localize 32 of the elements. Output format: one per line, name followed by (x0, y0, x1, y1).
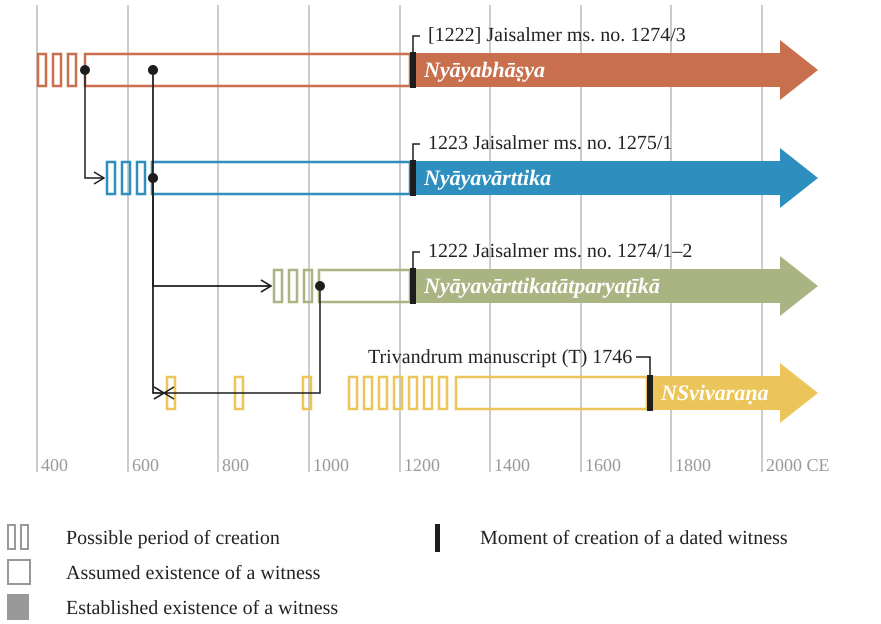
leader-line (636, 356, 651, 375)
connector-arrow (80, 65, 105, 185)
axis-tick-label: 1800 (675, 455, 711, 475)
legend-label: Established existence of a witness (66, 597, 338, 619)
witness-label: Trivandrum manuscript (T) 1746 (368, 346, 632, 368)
witness-label: 1222 Jaisalmer ms. no. 1274/1–2 (428, 240, 692, 262)
dated-witness-mark (410, 52, 416, 88)
witness-label: 1223 Jaisalmer ms. no. 1275/1 (428, 132, 672, 154)
leader-line (412, 143, 420, 160)
axis-tick-label: 400 (41, 455, 68, 475)
work-title: Nyāyavārttikatātparyaṭīkā (424, 273, 660, 299)
axis-tick-label: 1400 (494, 455, 530, 475)
axis-tick-label: 1000 (313, 455, 349, 475)
connector-arrow (148, 173, 165, 400)
witness-label: [1222] Jaisalmer ms. no. 1274/3 (428, 24, 686, 46)
legend-label: Possible period of creation (66, 527, 280, 549)
dated-witness-mark (410, 268, 416, 304)
legend-label: Moment of creation of a dated witness (480, 527, 788, 549)
dated-witness-mark (647, 375, 653, 411)
connector-arrow (163, 281, 325, 400)
axis-tick-label: 600 (132, 455, 159, 475)
leader-line (412, 251, 420, 268)
leader-line (412, 35, 420, 52)
axis-tick-label: 800 (222, 455, 249, 475)
dated-witness-mark (410, 160, 416, 196)
axis-tick-label: 1600 (585, 455, 621, 475)
work-title: Nyāyabhāṣya (424, 57, 545, 83)
work-title: NSvivaraṇa (661, 380, 769, 406)
legend-label: Assumed existence of a witness (66, 562, 320, 584)
work-title: Nyāyavārttika (424, 165, 552, 191)
axis-tick-label: 1200 (404, 455, 440, 475)
axis-tick-label: 2000 CE (766, 455, 830, 475)
